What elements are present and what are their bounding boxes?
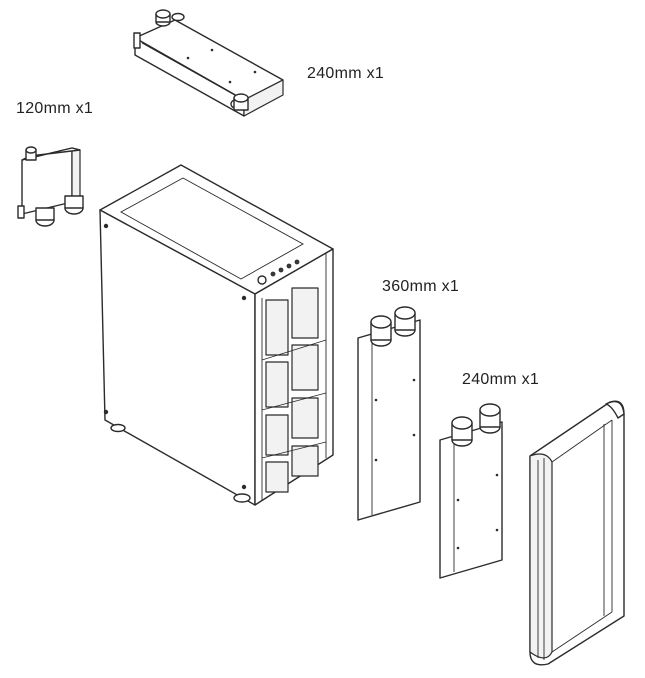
radiator-120 [17, 146, 84, 227]
label-240mm-front: 240mm x1 [462, 371, 540, 388]
pc-case [99, 164, 334, 506]
front-panel [529, 400, 625, 666]
radiator-360 [357, 306, 421, 521]
label-120mm: 120mm x1 [16, 100, 94, 117]
label-360mm: 360mm x1 [382, 278, 460, 295]
radiator-240-front [439, 403, 503, 579]
radiator-240-top [133, 9, 284, 117]
label-240mm-top: 240mm x1 [307, 65, 385, 82]
